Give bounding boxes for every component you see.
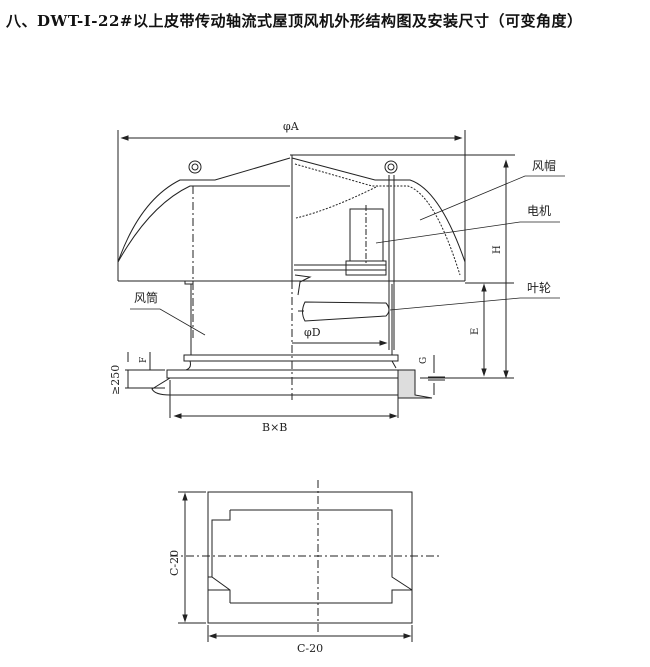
- label-G: G: [419, 357, 429, 364]
- label-phiA: φA: [283, 120, 300, 133]
- impeller: [298, 301, 390, 322]
- label-c20-horizontal: C-20: [297, 642, 323, 655]
- label-hood: 风帽: [532, 158, 556, 173]
- hood: [117, 155, 466, 350]
- label-c20-vertical: C-20: [168, 550, 181, 576]
- label-duct: 风筒: [134, 290, 158, 305]
- drawing-title: 八、DWT-Ⅰ-22#以上皮带传动轴流式屋顶风机外形结构图及安装尺寸（可变角度）: [6, 12, 583, 30]
- dimension-phiA: φA: [117, 120, 466, 281]
- label-impeller: 叶轮: [527, 281, 551, 295]
- leader-lines: [130, 175, 565, 336]
- label-E: E: [470, 328, 481, 335]
- motor: [294, 205, 387, 296]
- label-H: H: [492, 245, 503, 254]
- duct: [151, 280, 433, 400]
- label-phiD: φD: [304, 326, 321, 339]
- label-BxB: B×B: [262, 421, 287, 434]
- label-F: F: [139, 357, 149, 363]
- label-min250: ≥250: [109, 365, 122, 395]
- label-motor: 电机: [527, 204, 551, 218]
